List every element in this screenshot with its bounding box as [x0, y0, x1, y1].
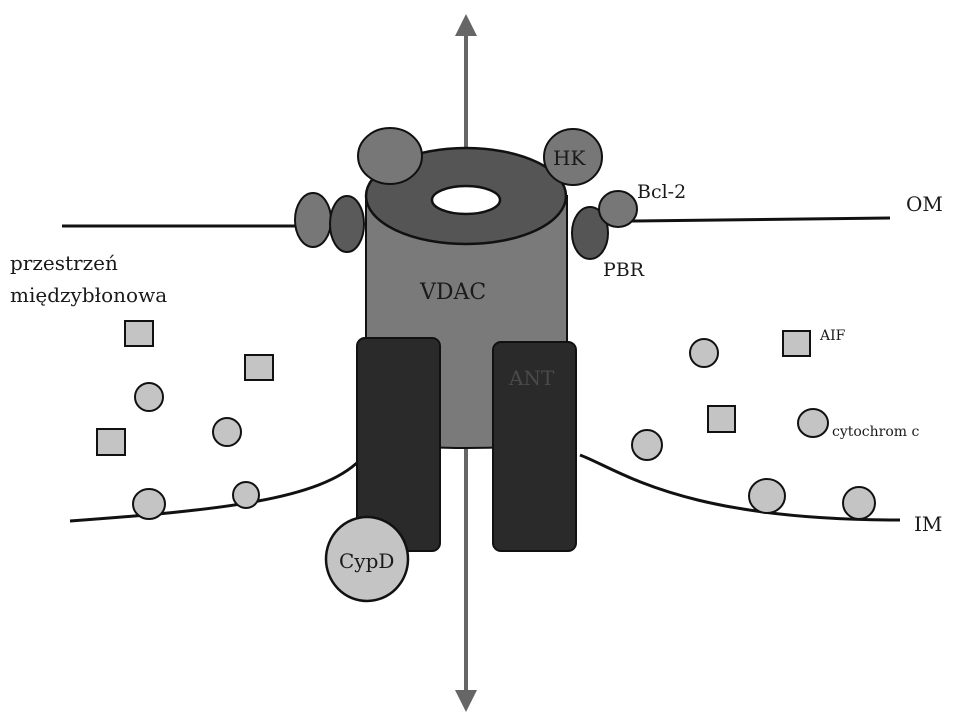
pbr-label: PBR	[603, 259, 645, 281]
bcl2-label: Bcl-2	[637, 181, 686, 203]
intermembrane-space-label-line2: międzybłonowa	[10, 283, 167, 307]
intermembrane-space-label-line1: przestrzeń	[10, 251, 118, 275]
om-label: OM	[906, 192, 943, 216]
aif-label: AIF	[819, 328, 846, 344]
aif-square	[708, 406, 735, 432]
bcl2-protein	[599, 191, 637, 227]
cytochrome-c-circle	[135, 383, 163, 411]
cytochrome-c-circle	[798, 409, 828, 437]
aif-square	[97, 429, 125, 455]
cytochrome-c-circle	[690, 339, 718, 367]
vdac-label: VDAC	[419, 280, 486, 305]
cytochrome-c-circle	[213, 418, 241, 446]
cypd-label: CypD	[339, 549, 394, 573]
protein-left-outer	[295, 193, 331, 247]
cytochrome-c-circle	[632, 430, 662, 460]
cytochrome-c-circle	[749, 479, 785, 513]
aif-square	[125, 321, 153, 346]
aif-square	[783, 331, 810, 356]
aif-square	[245, 355, 273, 380]
cytochrome-c-circle	[133, 489, 165, 519]
protein-top-left	[358, 128, 422, 184]
vdac-pore	[432, 186, 500, 214]
cytochrome-c-label: cytochrom c	[832, 424, 920, 440]
cytochrome-c-circle	[843, 487, 875, 519]
hk-label: HK	[553, 146, 586, 170]
im-label: IM	[914, 512, 942, 536]
protein-left-inner	[330, 196, 364, 252]
cytochrome-c-circle	[233, 482, 259, 508]
ant-label: ANT	[508, 366, 555, 390]
